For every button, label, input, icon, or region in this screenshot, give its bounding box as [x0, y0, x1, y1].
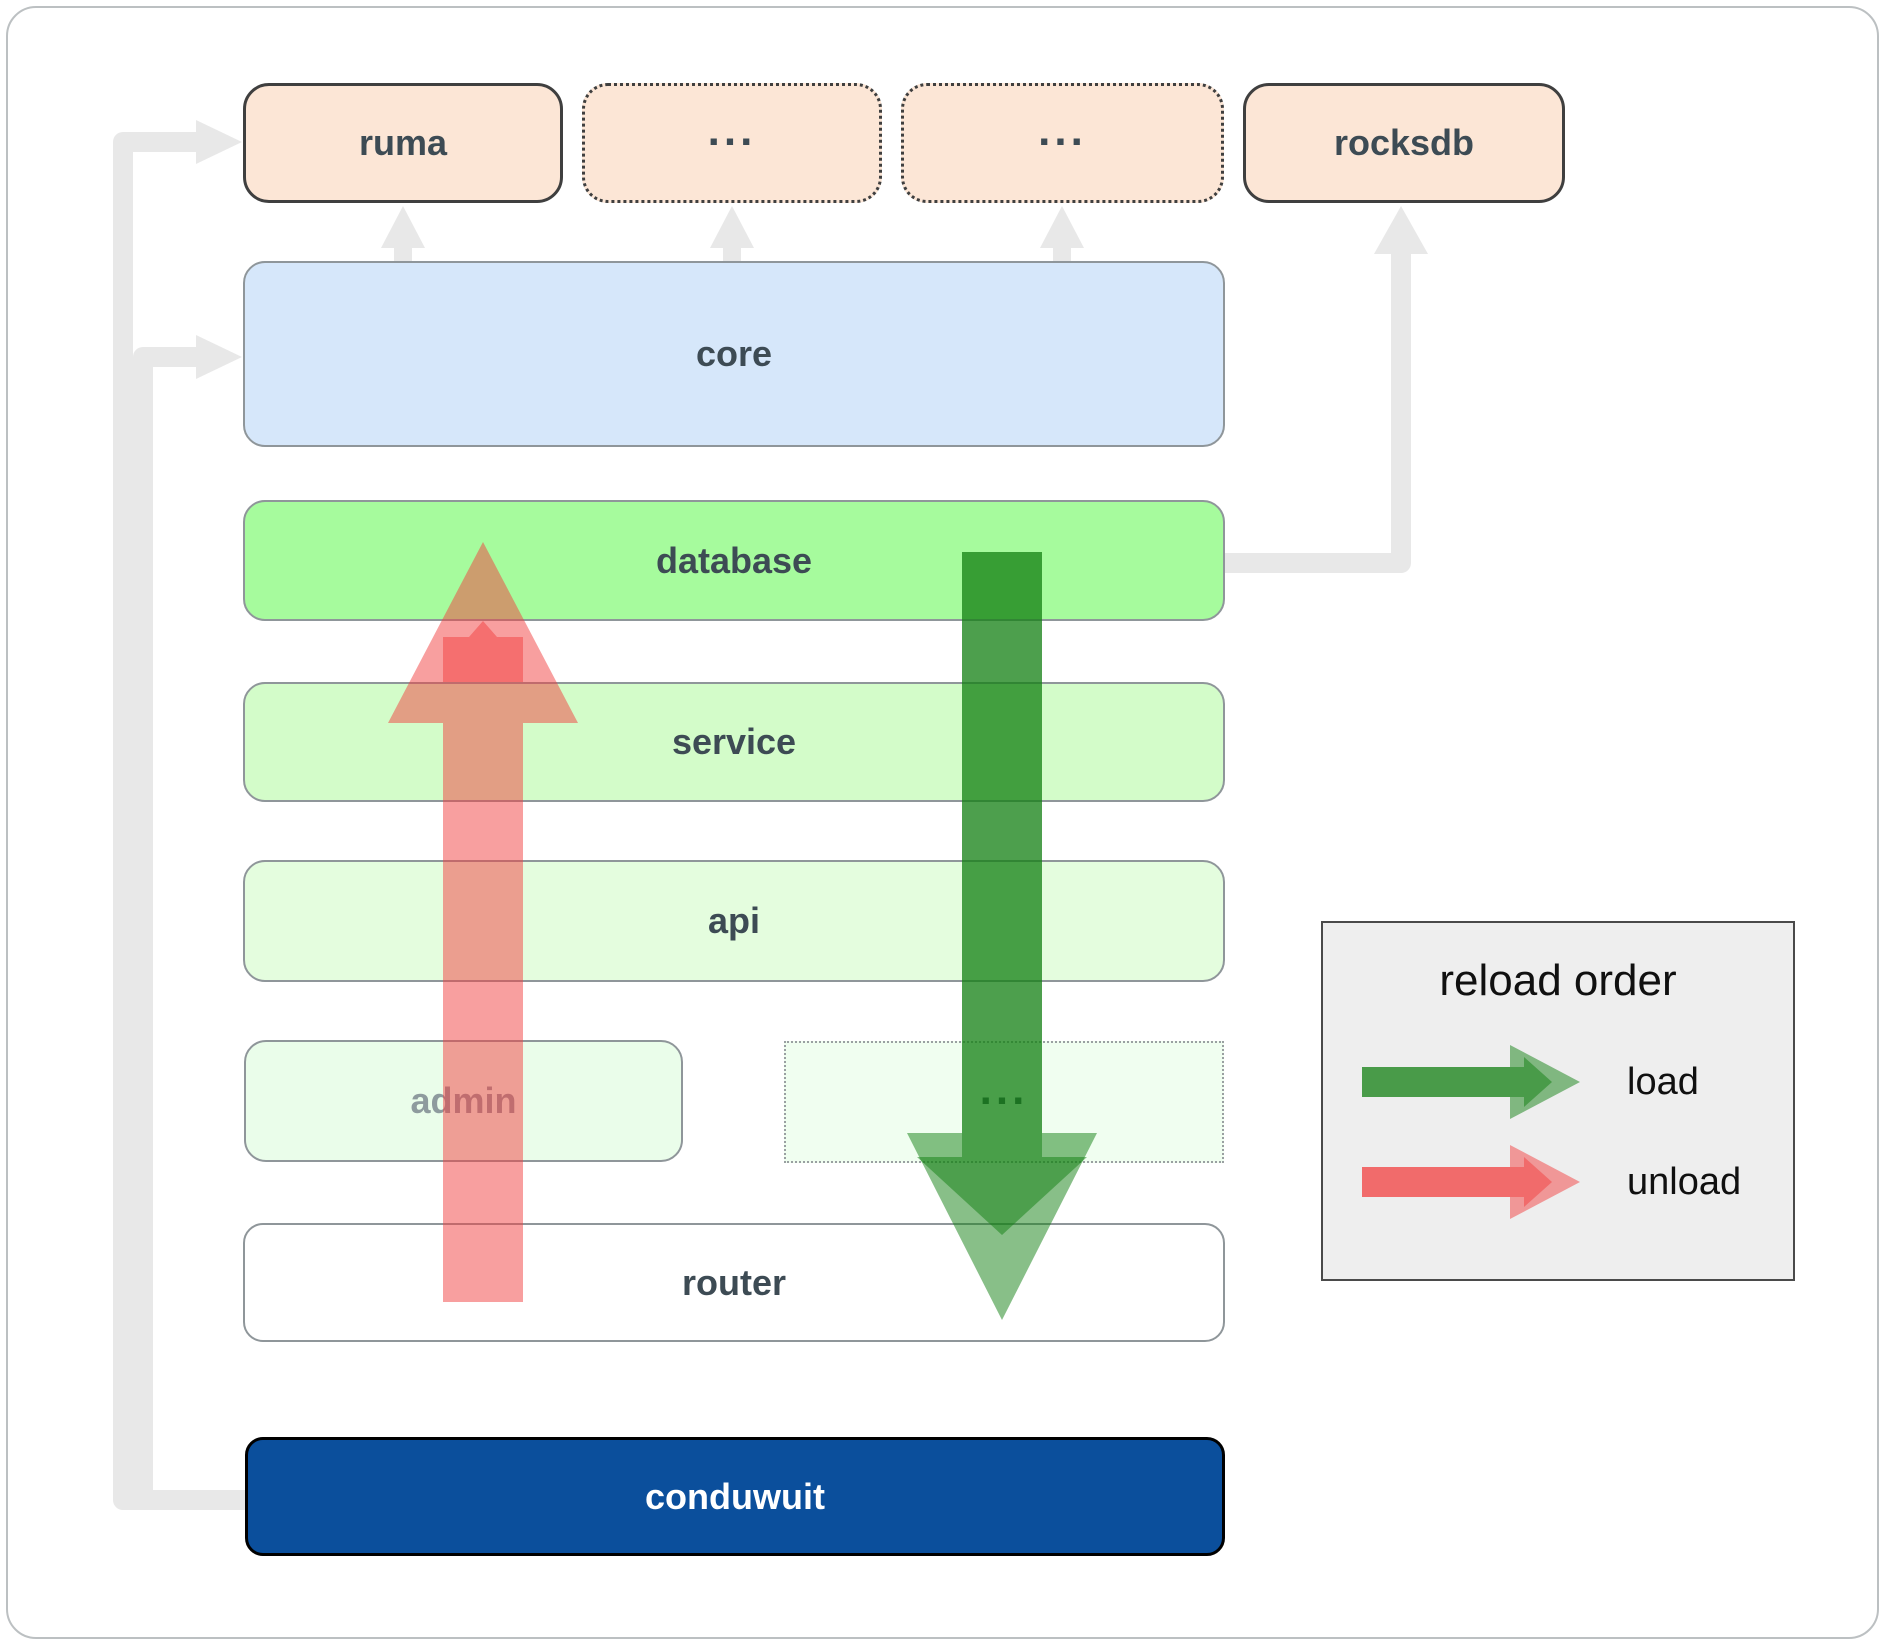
legend-title: reload order: [1439, 956, 1677, 1005]
node-core: core: [243, 261, 1225, 447]
node-conduwuit: conduwuit: [245, 1437, 1225, 1556]
node-rocksdb: rocksdb: [1243, 83, 1565, 203]
node-more-2: ...: [901, 83, 1224, 203]
node-database-label: database: [655, 539, 813, 581]
node-ruma: ruma: [243, 83, 563, 203]
node-rocksdb-label: rocksdb: [1333, 122, 1475, 163]
node-api: api: [243, 860, 1225, 982]
node-core-label: core: [695, 333, 773, 374]
node-service-label: service: [671, 721, 797, 762]
node-database: database: [243, 500, 1225, 621]
legend-load-label: load: [1627, 1060, 1699, 1103]
node-conduwuit-label: conduwuit: [645, 1475, 825, 1517]
node-api-label: api: [707, 900, 760, 941]
node-router: router: [243, 1223, 1225, 1342]
node-more-1: ...: [582, 83, 882, 203]
node-admin-label: admin: [410, 1080, 517, 1121]
node-more-1-label: ...: [707, 106, 757, 155]
node-more-3-label: ...: [979, 1065, 1029, 1114]
node-router-label: router: [681, 1261, 786, 1303]
legend-unload-label: unload: [1627, 1160, 1742, 1203]
node-service: service: [243, 682, 1225, 802]
diagram-outer-frame: [6, 6, 1879, 1639]
node-ruma-label: ruma: [358, 122, 448, 163]
node-more-2-label: ...: [1038, 106, 1087, 155]
node-more-3: ...: [784, 1041, 1224, 1163]
node-admin: admin: [244, 1040, 683, 1162]
